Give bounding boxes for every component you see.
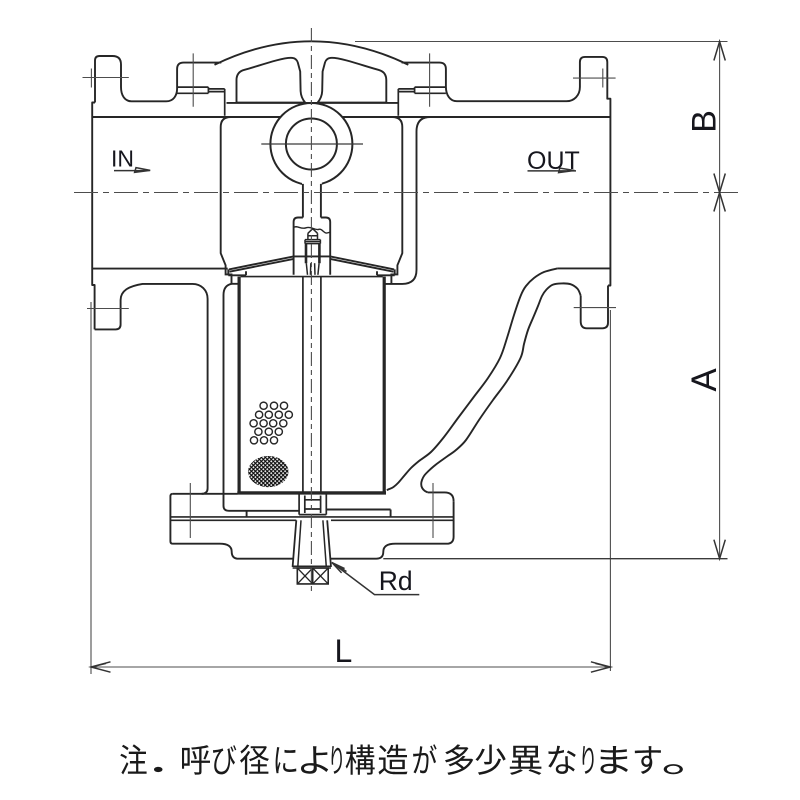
svg-text:A: A: [685, 368, 724, 392]
svg-text:L: L: [335, 633, 353, 669]
svg-text:IN: IN: [111, 146, 134, 172]
svg-text:OUT: OUT: [527, 147, 580, 175]
svg-text:Rd: Rd: [379, 566, 413, 596]
svg-text:B: B: [686, 110, 724, 133]
